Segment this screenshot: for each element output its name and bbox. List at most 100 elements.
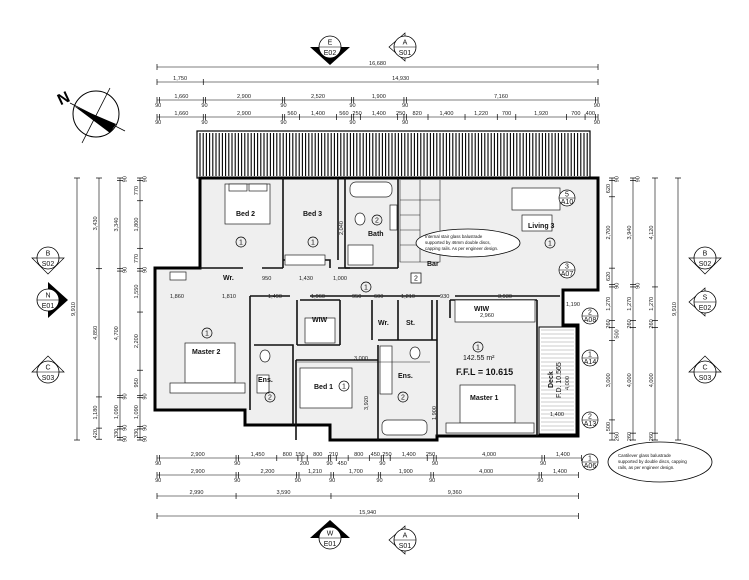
dimension-label: 1,270 <box>649 297 655 311</box>
dimension-label: 620 <box>606 272 612 281</box>
dimension-label: 1,220 <box>474 111 488 117</box>
svg-text:1: 1 <box>548 240 552 247</box>
room-label-wr-mid: Wr. <box>378 320 389 327</box>
dim-label: 1,210 <box>401 294 415 300</box>
tag-sheet: A13 <box>584 421 597 428</box>
dimension-chain-right-3: 9,910 <box>672 177 681 441</box>
marker-label: C <box>45 365 50 372</box>
dimension-label: 90 <box>295 478 301 484</box>
room-label-living3: Living 3 <box>528 223 555 230</box>
dimension-label: 4,000 <box>482 452 496 458</box>
room-label-ens-right: Ens. <box>398 373 413 380</box>
desk-chair-icon <box>169 271 187 281</box>
dimension-label: 90 <box>349 120 355 126</box>
room-label-bed2: Bed 2 <box>236 211 255 218</box>
deck-width: 1,400 <box>550 412 564 418</box>
dim-label: 2,960 <box>480 313 494 319</box>
room-number-ens_right: 2 <box>397 391 409 403</box>
dim-label: 3,000 <box>354 356 368 362</box>
dim-label: 1,900 <box>432 406 438 420</box>
dimension-chain-bottom-1: 902,900902,200901,210901,700901,900904,0… <box>155 469 579 484</box>
dimension-label: 9,910 <box>672 302 678 316</box>
dimension-label: 1,550 <box>134 285 140 299</box>
room-label-master2: Master 2 <box>192 349 221 356</box>
dimension-label: 90 <box>379 461 385 467</box>
room-label-deck: Deck <box>548 371 555 388</box>
note-line: Cantilever glass balustrade <box>618 453 672 458</box>
dim-label: 2,040 <box>339 221 345 235</box>
dimension-label: 4,000 <box>479 469 493 475</box>
dimension-label: 250 <box>396 111 405 117</box>
room-labels: Bed 2 Bed 3 Bath Living 3 Wr. Master 2 W… <box>192 211 571 418</box>
dimension-label: 1,090 <box>134 405 140 419</box>
dimension-label: 260 <box>627 319 633 328</box>
dimension-label: 2,900 <box>237 111 251 117</box>
dimension-label: 90 <box>376 478 382 484</box>
dimension-chain-left-3: 907701,800770901,5502,200950901,09090330… <box>134 176 149 442</box>
dimension-label: 90 <box>349 103 355 109</box>
dimension-label: 560 <box>287 111 296 117</box>
dim-label: 1,810 <box>222 294 236 300</box>
dim-label: 3,920 <box>364 396 370 410</box>
dimension-label: 3,430 <box>93 216 99 230</box>
marker-label: A <box>403 40 408 47</box>
marker-label: C <box>702 365 707 372</box>
dimension-label: 90 <box>201 120 207 126</box>
dimension-label: 1,900 <box>372 94 386 100</box>
dimension-label: 1,270 <box>627 297 633 311</box>
tag-number: 3 <box>565 264 569 271</box>
dimension-label: 90 <box>155 478 161 484</box>
dimension-label: 3,340 <box>114 218 120 232</box>
dimension-label: 90 <box>123 436 129 442</box>
dim-label: 1,490 <box>268 294 282 300</box>
marker-sheet: E02 <box>699 305 712 312</box>
note-line: Internal stair glass balustrade <box>425 234 483 239</box>
dimension-label: 200 <box>300 461 309 467</box>
room-label-wiw-right: WIW <box>474 306 490 313</box>
tag-sheet: A08 <box>584 317 597 324</box>
svg-text:2: 2 <box>401 394 405 401</box>
dimension-label: 15,940 <box>359 510 376 516</box>
dimension-label: 90 <box>155 120 161 126</box>
bed-icon <box>459 384 516 424</box>
dim-label: 950 <box>352 294 361 300</box>
dimension-label: 90 <box>594 103 600 109</box>
dimension-label: 620 <box>606 184 612 193</box>
dimension-label: 9,360 <box>448 490 462 496</box>
dimension-label: 260 <box>606 319 612 328</box>
dimension-label: 90 <box>155 461 161 467</box>
dimension-label: 770 <box>134 186 140 195</box>
marker-sheet: S02 <box>699 261 712 268</box>
dimension-label: 1,700 <box>349 469 363 475</box>
room-label-bar: Bar <box>427 261 439 268</box>
dimension-label: 400 <box>586 111 595 117</box>
room-number-master2: 1 <box>201 327 213 339</box>
dimension-label: 560 <box>339 111 348 117</box>
dim-label: 1,430 <box>299 276 313 282</box>
dimension-label: 90 <box>123 267 129 273</box>
marker-label: N <box>45 293 50 300</box>
dimension-label: 90 <box>234 478 240 484</box>
dimension-label: 1,400 <box>402 452 416 458</box>
north-label: N <box>55 89 73 109</box>
